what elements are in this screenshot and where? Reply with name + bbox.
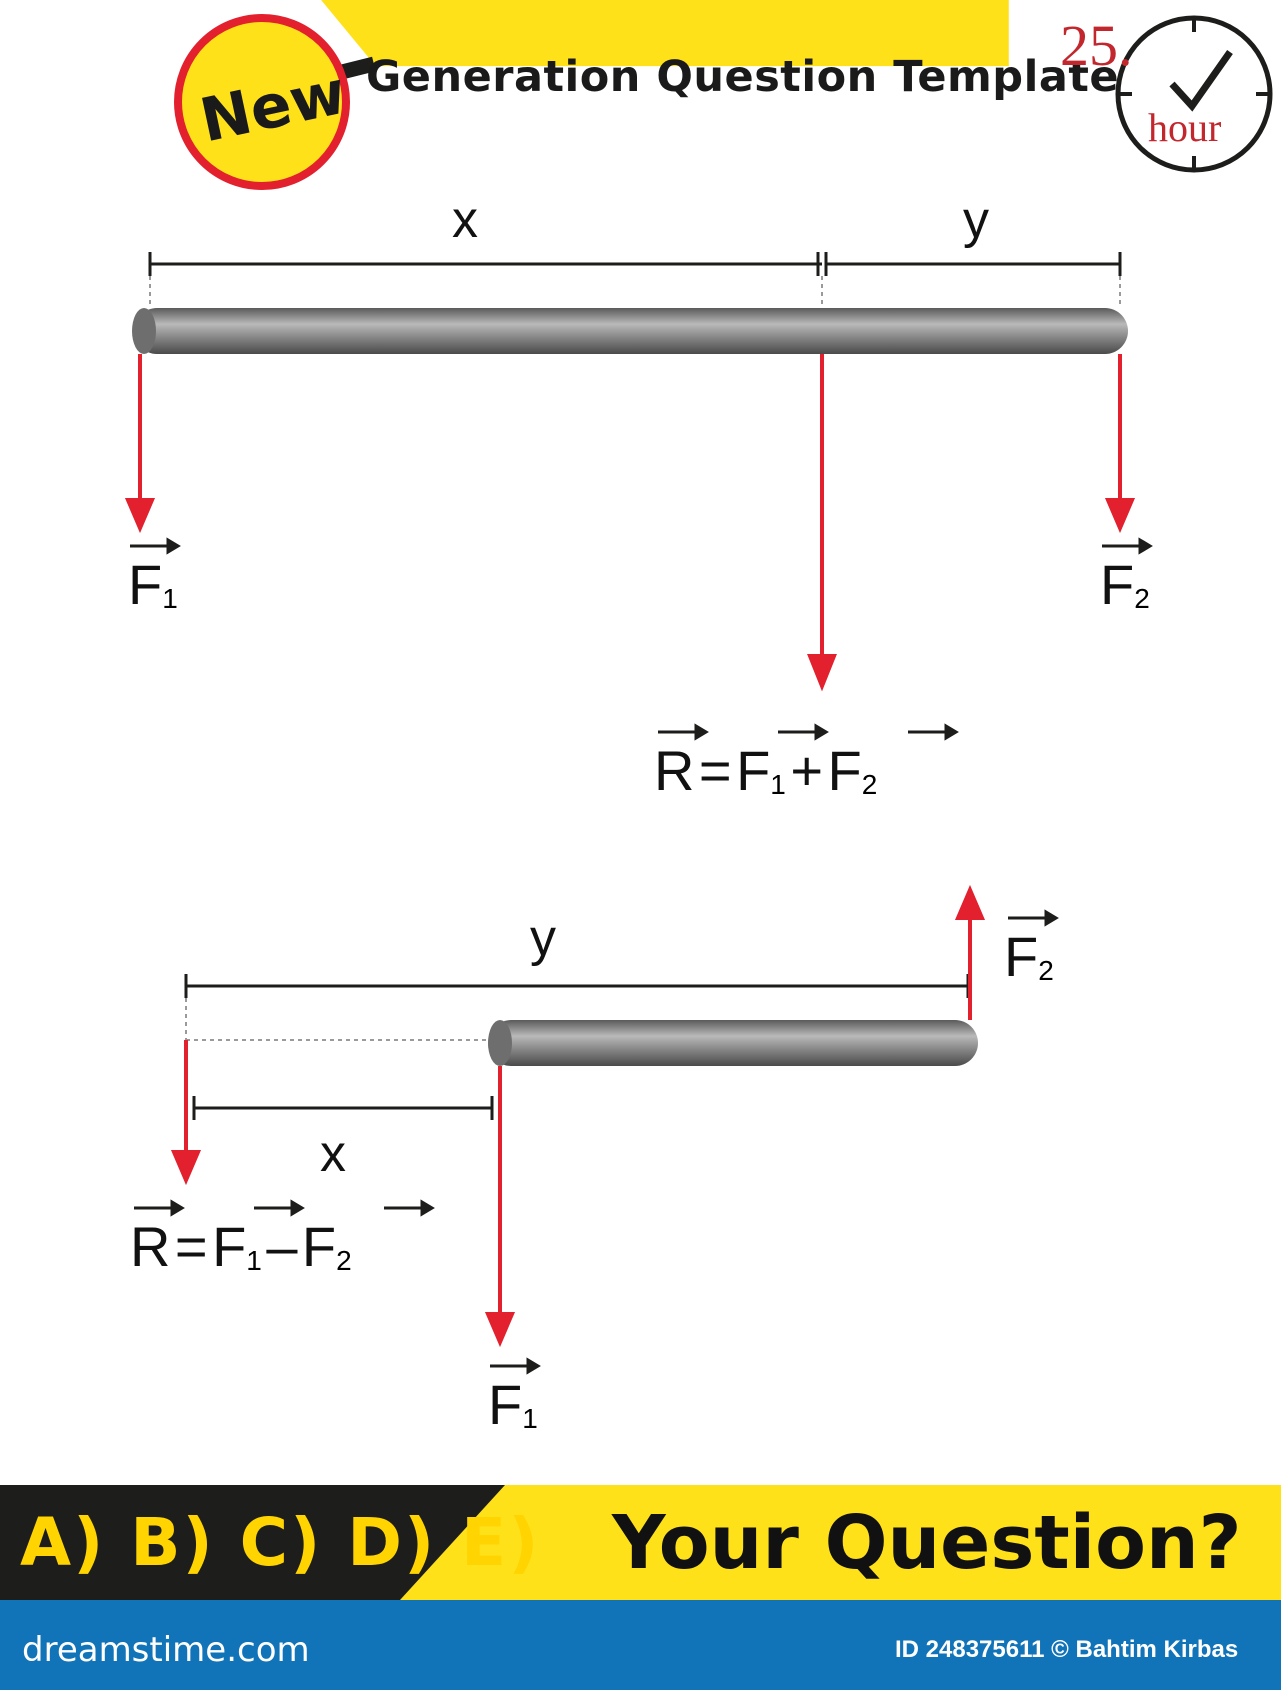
answer-options: A) B) C) D) E): [20, 1504, 541, 1581]
footer-credit: ID 248375611 © Bahtim Kirbas: [895, 1636, 1239, 1663]
equation-bottom: R = F1 – F2: [130, 1215, 352, 1278]
answer-band: [0, 1485, 1281, 1600]
dimension-line-bottom-y: [184, 974, 970, 998]
question-placeholder: Your Question?: [612, 1500, 1242, 1586]
hour-label: hour: [1148, 105, 1222, 150]
force-label-f2-bottom: F2: [1004, 925, 1054, 988]
page-title: Generation Question Template: [366, 52, 1120, 102]
dimension-label-y-top: y: [963, 191, 989, 249]
footer-site[interactable]: dreamstime.com: [22, 1630, 310, 1670]
rod-top: [132, 308, 1128, 354]
dimension-label-x-bottom: x: [320, 1125, 346, 1183]
dimension-label-x-top: x: [452, 191, 478, 249]
equation-top: R = F1 + F2: [654, 739, 878, 802]
dimension-line-bottom-x: [192, 1096, 494, 1120]
clock-icon: [1115, 15, 1273, 173]
dimension-line-top: [148, 252, 1122, 276]
rod-bottom: [488, 1020, 978, 1066]
force-label-f2-top: F2: [1100, 553, 1150, 616]
top-diagram-graphics: [124, 252, 1153, 1375]
force-label-f1-top: F1: [128, 553, 178, 616]
hour-number: 25.: [1060, 13, 1133, 78]
magnifier-icon: [174, 14, 350, 190]
dimension-label-y-bottom: y: [530, 909, 556, 967]
footer-bar: [0, 1600, 1281, 1690]
force-label-f1-bottom: F1: [488, 1373, 538, 1436]
